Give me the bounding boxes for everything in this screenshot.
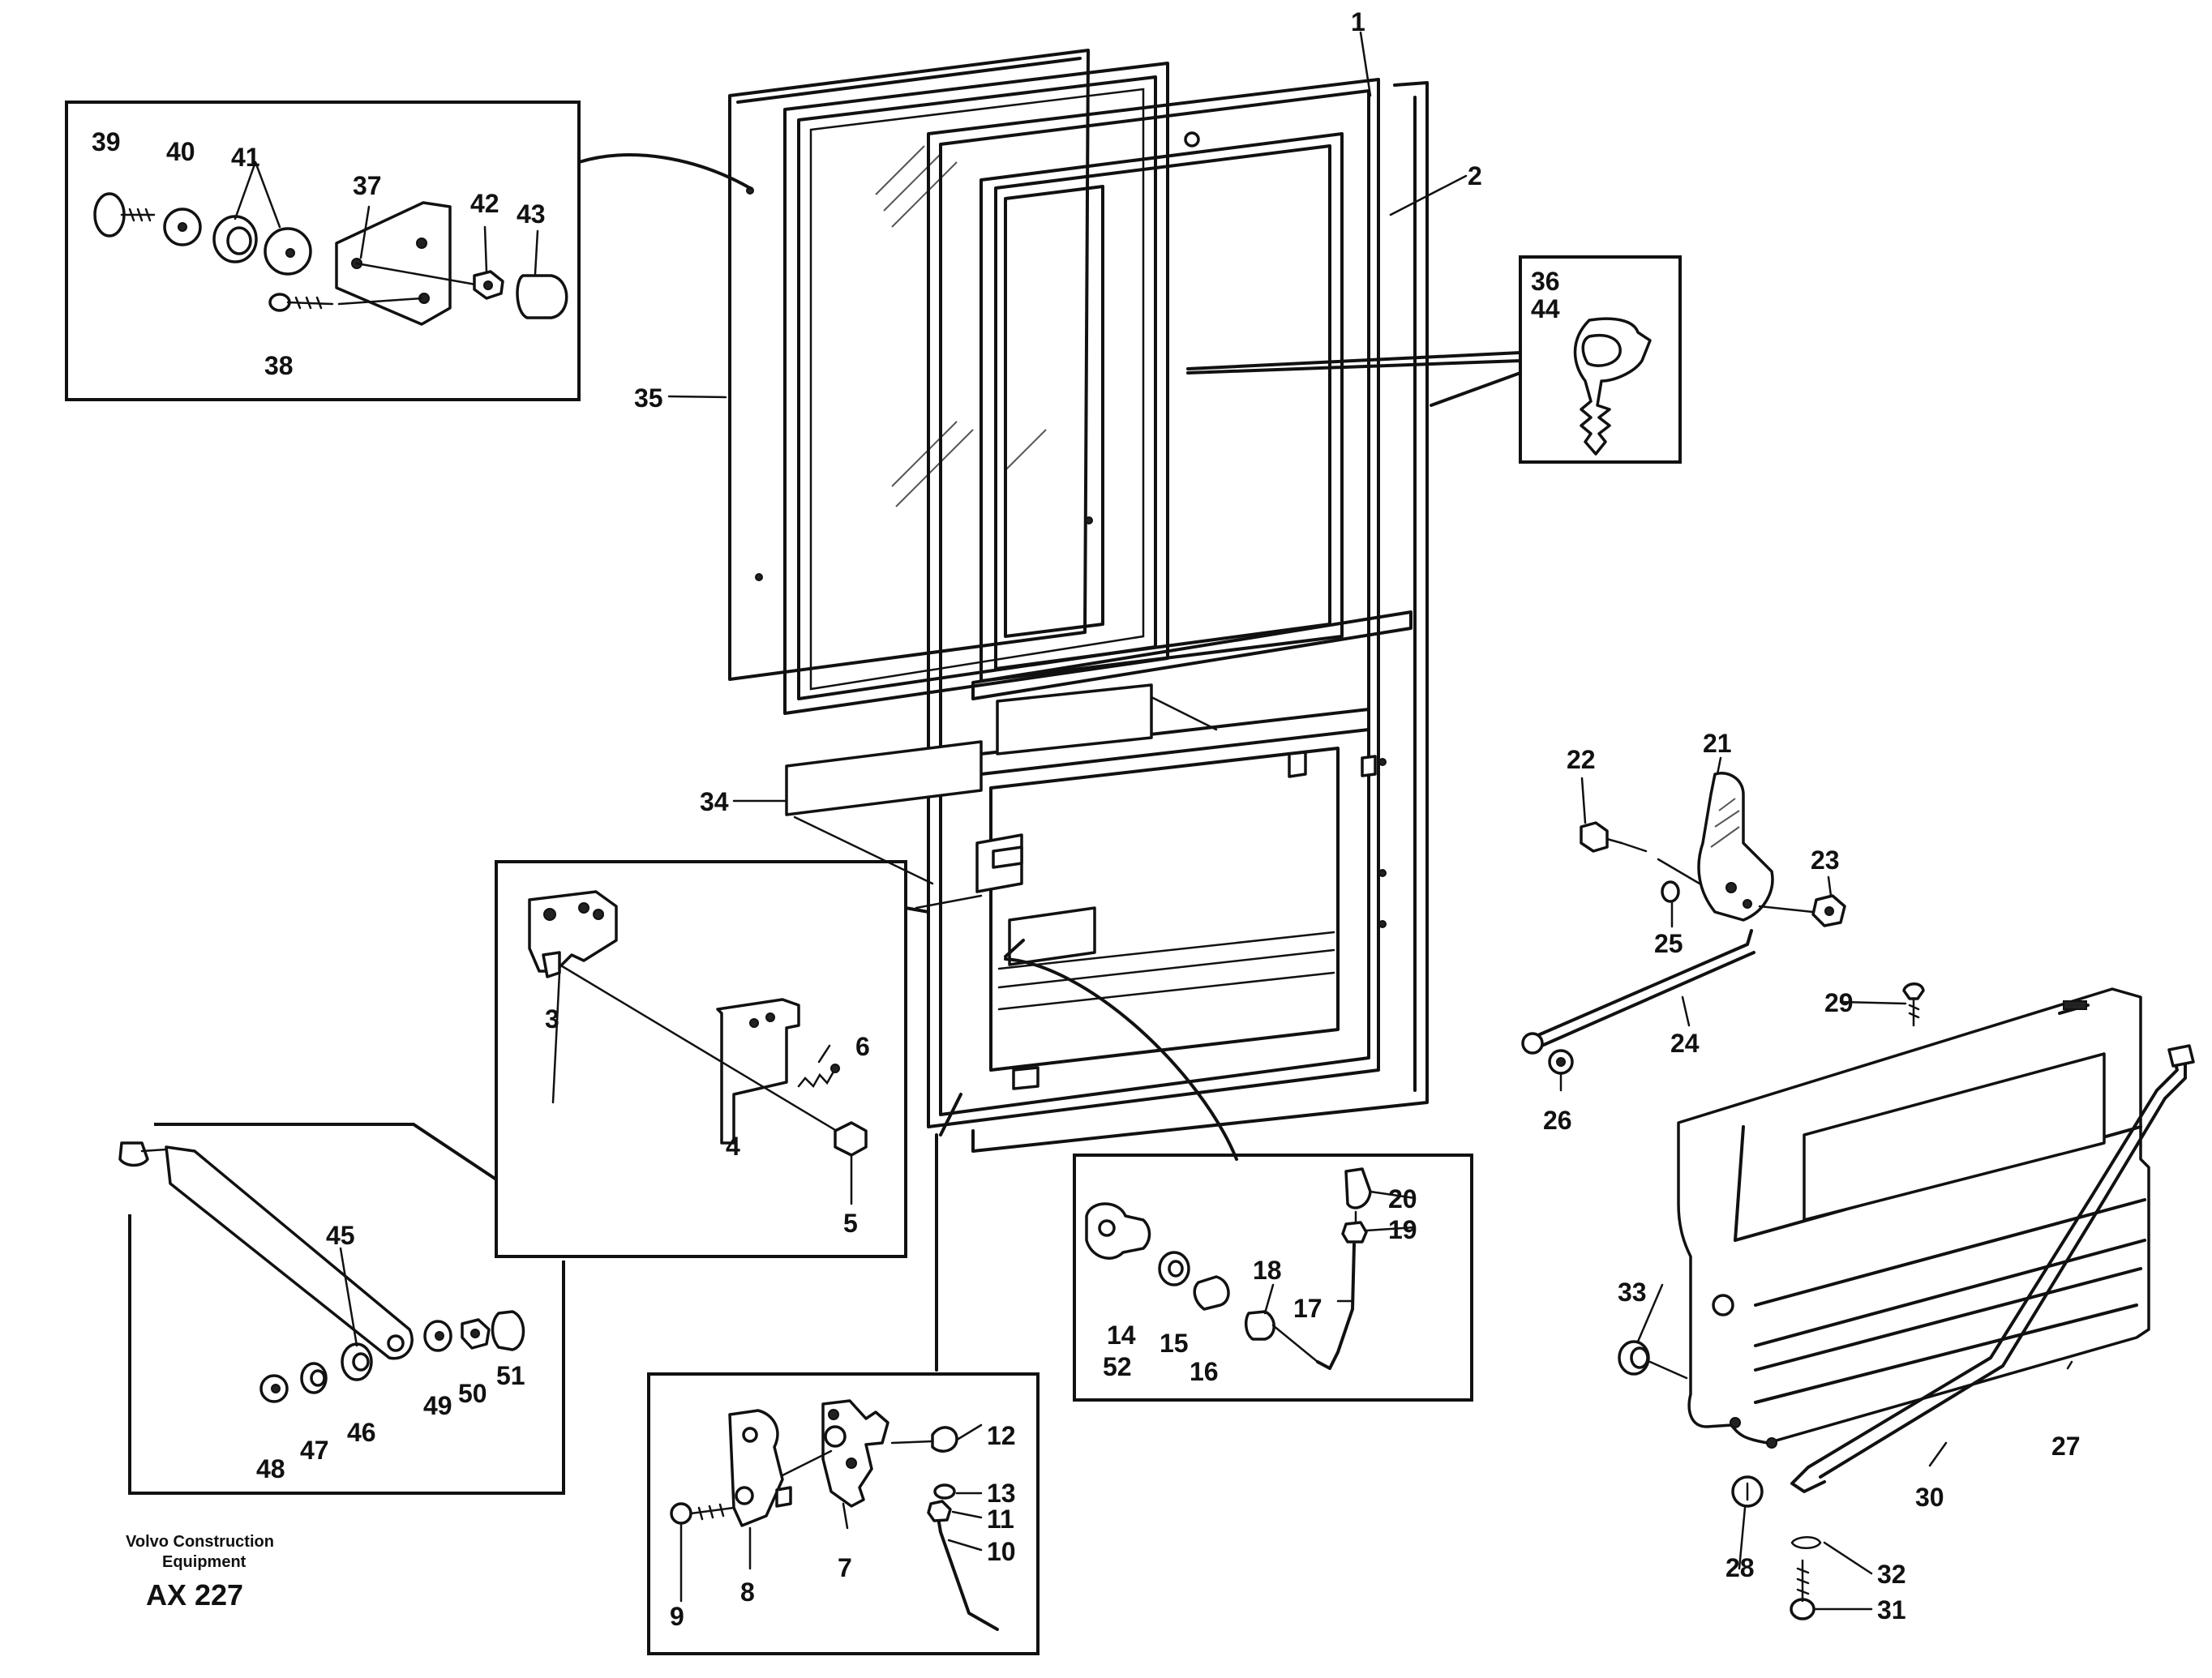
drawing-code: AX 227 bbox=[146, 1578, 243, 1612]
callout-45: 45 bbox=[326, 1221, 355, 1250]
callout-20: 20 bbox=[1388, 1184, 1417, 1214]
callout-37: 37 bbox=[353, 171, 382, 200]
callout-51: 51 bbox=[496, 1361, 525, 1390]
callout-13: 13 bbox=[987, 1479, 1016, 1508]
door-assembly bbox=[728, 49, 1429, 1372]
callout-41: 41 bbox=[231, 143, 260, 172]
check-linkage bbox=[1521, 772, 1846, 1075]
callout-14: 14 bbox=[1107, 1321, 1136, 1350]
callout-4: 4 bbox=[726, 1132, 740, 1161]
callout-1: 1 bbox=[1351, 7, 1365, 36]
callout-28: 28 bbox=[1725, 1553, 1755, 1582]
callout-42: 42 bbox=[470, 189, 499, 218]
callout-23: 23 bbox=[1811, 845, 1840, 875]
callout-36: 36 bbox=[1531, 267, 1560, 296]
footer-company-sub: Equipment bbox=[162, 1553, 246, 1571]
callout-44: 44 bbox=[1531, 294, 1560, 323]
callout-17: 17 bbox=[1293, 1294, 1322, 1323]
callout-2: 2 bbox=[1468, 161, 1482, 190]
callout-24: 24 bbox=[1670, 1029, 1700, 1058]
callout-6: 6 bbox=[855, 1032, 870, 1061]
callout-40: 40 bbox=[166, 137, 195, 166]
callout-35: 35 bbox=[634, 383, 663, 413]
callout-5: 5 bbox=[843, 1209, 858, 1238]
callout-48: 48 bbox=[256, 1454, 285, 1483]
lock-cylinder-detail-box bbox=[1073, 1154, 1473, 1402]
callout-31: 31 bbox=[1877, 1595, 1906, 1624]
callout-43: 43 bbox=[517, 199, 546, 229]
callout-12: 12 bbox=[987, 1421, 1016, 1450]
callout-15: 15 bbox=[1160, 1329, 1189, 1358]
callout-30: 30 bbox=[1915, 1483, 1944, 1512]
footer-company: Volvo Construction bbox=[126, 1533, 274, 1551]
footer-brand: Volvo Construction Equipment AX 227 bbox=[126, 1533, 274, 1612]
callout-9: 9 bbox=[670, 1602, 684, 1631]
leader-to-glass bbox=[577, 153, 752, 190]
door-latch-detail-box bbox=[647, 1372, 1040, 1655]
callout-10: 10 bbox=[987, 1537, 1016, 1566]
callout-16: 16 bbox=[1190, 1357, 1219, 1386]
callout-33: 33 bbox=[1618, 1278, 1647, 1307]
callout-21: 21 bbox=[1703, 729, 1732, 758]
callout-7: 7 bbox=[838, 1553, 852, 1582]
callout-25: 25 bbox=[1654, 929, 1683, 958]
callout-52: 52 bbox=[1103, 1352, 1132, 1381]
kick-panel-strip bbox=[785, 683, 1218, 816]
seal-profile-detail-box bbox=[1186, 255, 1682, 464]
callout-50: 50 bbox=[458, 1379, 487, 1408]
callout-27: 27 bbox=[2051, 1432, 2081, 1461]
callout-32: 32 bbox=[1877, 1560, 1906, 1589]
callout-11: 11 bbox=[987, 1505, 1014, 1534]
callout-8: 8 bbox=[740, 1577, 755, 1607]
callout-3: 3 bbox=[545, 1004, 559, 1034]
window-seal-frame bbox=[783, 62, 1169, 715]
door-frame bbox=[927, 78, 1429, 1153]
callout-18: 18 bbox=[1253, 1256, 1282, 1285]
callout-34: 34 bbox=[700, 787, 729, 816]
callout-labels: 1 2 3 4 5 6 7 8 9 10 11 12 13 14 52 15 1… bbox=[92, 7, 2081, 1631]
callout-26: 26 bbox=[1543, 1106, 1572, 1135]
callout-29: 29 bbox=[1824, 988, 1854, 1017]
callout-39: 39 bbox=[92, 127, 121, 156]
lock-bracket-detail-box bbox=[495, 860, 930, 1258]
lower-panel-assembly bbox=[1618, 982, 2195, 1620]
callout-38: 38 bbox=[264, 351, 294, 380]
callout-47: 47 bbox=[300, 1436, 329, 1465]
callout-22: 22 bbox=[1567, 745, 1596, 774]
leader-lines bbox=[339, 31, 2073, 1611]
callout-46: 46 bbox=[347, 1418, 376, 1447]
callout-49: 49 bbox=[423, 1391, 452, 1420]
leader-to-lock-box bbox=[1004, 957, 1238, 1161]
callout-19: 19 bbox=[1388, 1215, 1417, 1244]
hinge-detail-box bbox=[65, 101, 752, 401]
